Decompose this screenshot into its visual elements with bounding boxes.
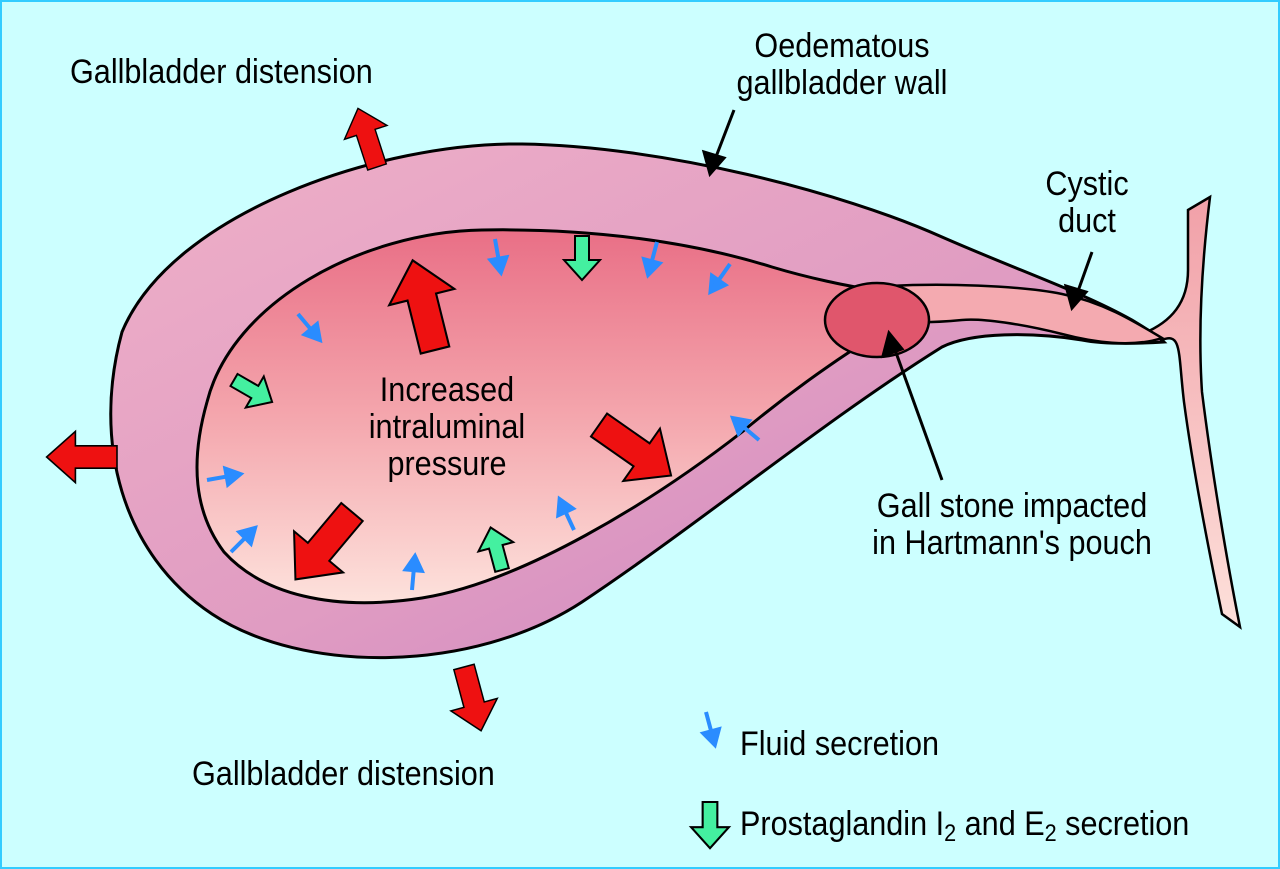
wall-pointer-head	[701, 149, 727, 178]
stone-label-line1: Gall stone impacted	[876, 487, 1148, 525]
distension-arrow-left	[45, 430, 118, 484]
legend-pg-sub2: 2	[1044, 820, 1057, 847]
stone-pointer-head	[880, 329, 905, 359]
stone-pointer	[892, 346, 944, 481]
legend-prostaglandin-icon	[690, 800, 730, 850]
pressure-label-line2: intraluminal	[368, 408, 526, 446]
legend-pg-prefix: Prostaglandin I	[740, 805, 945, 843]
pressure-label-line3: pressure	[387, 445, 507, 483]
legend-pg-sub1: 2	[944, 820, 957, 847]
legend-symbols	[690, 707, 730, 850]
distension-label-top: Gallbladder distension	[70, 53, 373, 91]
wall-pointer	[712, 109, 736, 163]
cystic-label-line1: Cystic	[1045, 165, 1129, 203]
legend-pg-mid: and E	[956, 805, 1045, 843]
legend-fluid-icon	[696, 707, 725, 749]
gall-stone	[823, 281, 931, 359]
cystic-duct-label: Cystic duct	[1020, 166, 1155, 240]
gall-stone-label: Gall stone impacted in Hartmann's pouch	[850, 488, 1174, 562]
distension-arrow-bottom	[440, 660, 506, 738]
cystic-pointer	[1075, 251, 1094, 295]
stone-label-line2: in Hartmann's pouch	[872, 524, 1152, 562]
cystic-duct	[870, 283, 1165, 345]
distension-label-bottom: Gallbladder distension	[192, 755, 495, 793]
legend-pg-suffix: secretion	[1056, 805, 1190, 843]
gallbladder-lumen	[195, 228, 905, 605]
label-pointers	[701, 109, 1094, 481]
legend-fluid-label: Fluid secretion	[740, 725, 939, 763]
wall-label: Oedematous gallbladder wall	[689, 28, 995, 102]
common-bile-duct	[1138, 194, 1242, 630]
pressure-label: Increased intraluminal pressure	[335, 372, 560, 483]
pressure-label-line1: Increased	[379, 371, 515, 409]
cystic-pointer-head	[1063, 283, 1089, 312]
wall-label-line1: Oedematous	[754, 27, 930, 65]
cystic-label-line2: duct	[1058, 202, 1116, 240]
wall-label-line2: gallbladder wall	[736, 64, 948, 102]
legend-prostaglandin-label: Prostaglandin I2 and E2 secretion	[740, 805, 1190, 846]
